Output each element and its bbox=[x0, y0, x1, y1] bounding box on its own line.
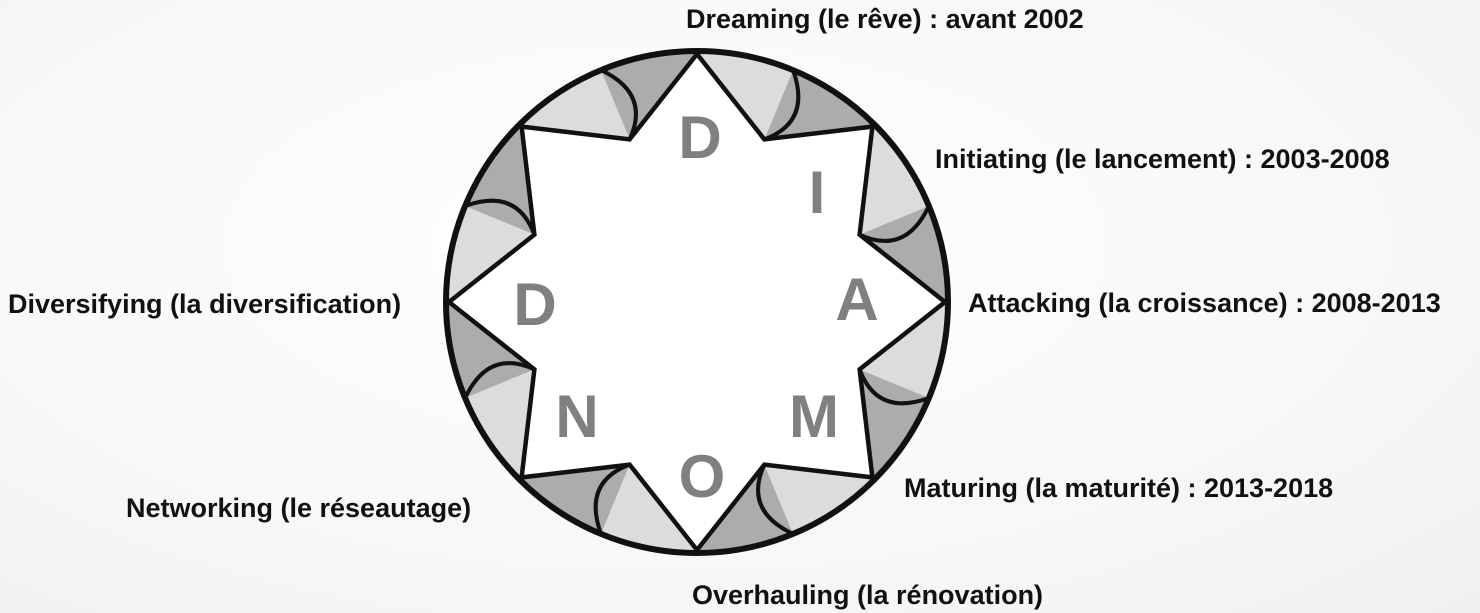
letter-i: I bbox=[809, 159, 826, 226]
label-diversifying: Diversifying (la diversification) bbox=[8, 289, 401, 319]
letter-a: A bbox=[835, 266, 878, 333]
letter-d-left: D bbox=[513, 271, 556, 338]
label-initiating: Initiating (le lancement) : 2003-2008 bbox=[935, 144, 1390, 174]
letter-m: M bbox=[789, 383, 839, 450]
label-overhauling: Overhauling (la rénovation) bbox=[692, 580, 1043, 610]
label-maturing: Maturing (la maturité) : 2013-2018 bbox=[904, 473, 1333, 503]
letter-o: O bbox=[679, 443, 726, 510]
label-networking: Networking (le réseautage) bbox=[126, 493, 471, 523]
label-attacking: Attacking (la croissance) : 2008-2013 bbox=[968, 288, 1441, 318]
letter-n: N bbox=[555, 383, 598, 450]
letter-d-top: D bbox=[678, 104, 721, 171]
label-dreaming: Dreaming (le rêve) : avant 2002 bbox=[686, 4, 1084, 34]
